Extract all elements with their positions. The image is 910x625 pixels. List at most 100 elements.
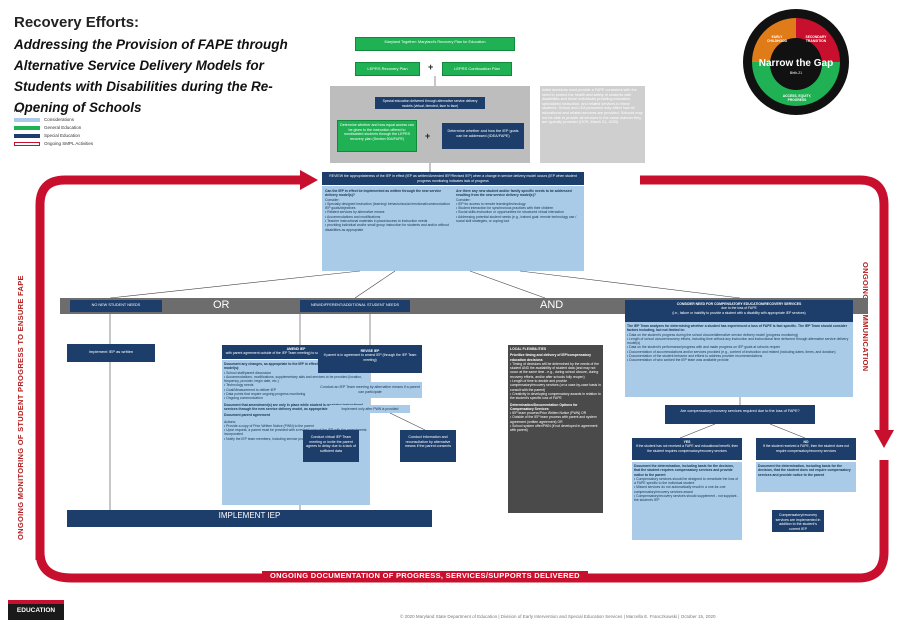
loop-bottom-segment: [35, 460, 889, 583]
revise-sub: If parent is in agreement to amend IEP (…: [323, 353, 417, 362]
key-item-special-education: Special Education: [14, 133, 80, 138]
plus-sign: +: [425, 131, 431, 141]
revise-iep-box: REVISE IEP If parent is in agreement to …: [318, 345, 422, 373]
list-item: Related services by alternative means: [325, 210, 451, 214]
compensatory-factors-box: The IEP Team analyzes for determining wh…: [625, 322, 853, 397]
revise-conduct-box: Conduct an IEP Team meeting by alternati…: [318, 382, 422, 398]
key-label: Special Education: [44, 133, 81, 138]
comp-no-box: NO If the student received a FAPE, then …: [756, 438, 856, 460]
list-item: providing individual and/or small group …: [325, 223, 451, 232]
list-item: Timing of decisions will be determined b…: [510, 362, 601, 379]
comp-no-title: NO: [803, 440, 809, 444]
sped-delivered-box: Special education delivered through alte…: [375, 97, 485, 109]
and-label: AND: [540, 299, 564, 311]
list-item: Addressing potential student needs (e.g.…: [456, 215, 580, 224]
review-right-question: Are there any new student and/or family …: [456, 189, 572, 198]
reconsultation-box: Conduct information and reconsultation b…: [400, 430, 456, 462]
list-item: Technology needs: [224, 383, 368, 387]
plus-sign: +: [428, 62, 434, 72]
key-swatch: [14, 133, 40, 138]
list-item: Ongoing communication: [224, 396, 368, 400]
key-item-general-education: General Education: [14, 125, 81, 130]
key-label: Ongoing SMPL Activities: [44, 141, 94, 146]
key-swatch: [14, 117, 40, 122]
list-item: School system offer/PWN (if not develope…: [510, 424, 601, 433]
local-title: LOCAL FLEXIBILITIES: [510, 347, 547, 351]
amend-title: AMEND IEP: [286, 347, 306, 351]
key-title: Key: [14, 108, 23, 113]
implement-iep-bar: IMPLEMENT IEP: [67, 510, 432, 527]
comp-yes-sub: If the student has not received a FAPE a…: [635, 444, 739, 453]
key-label: General Education: [44, 125, 82, 130]
list-item: Documentation of who worked the IEP team…: [627, 358, 851, 362]
footer-copyright: © 2020 Maryland State Department of Educ…: [400, 614, 716, 619]
list-item: IEP team process/Prior Written Notice (P…: [510, 411, 601, 415]
list-item: Notify the IEP team members, including s…: [224, 437, 368, 441]
leprs-recovery-box: LEPRS Recovery Plan: [355, 62, 420, 76]
loop-left-segment: [35, 175, 300, 560]
list-item: Data points that require ongoing progres…: [224, 392, 368, 396]
amend-p1: Document any changes, as appropriate to …: [224, 362, 365, 371]
local-p2: Determination/Documentation Options for …: [510, 402, 578, 411]
comp-no-details: Document the determination, including ba…: [756, 462, 856, 492]
list-item: Compensatory/recovery services should su…: [634, 494, 740, 503]
logo-center: [770, 38, 822, 90]
msde-logo-text: EDUCATION: [16, 607, 56, 614]
determine-iep-goals-box: Determine whether and how the IEP goals …: [442, 123, 524, 149]
list-item: Data on the student's performance/progre…: [627, 345, 851, 349]
compensatory-title: CONSIDER NEED FOR COMPENSATORY EDUCATION…: [676, 302, 802, 306]
list-item: Length of time to decide and provide com…: [510, 379, 601, 392]
list-item: Data on the student's progress during th…: [627, 333, 851, 337]
list-item: Length of school closure/recovery effort…: [627, 337, 851, 346]
logo-center-text: Narrow the Gap: [758, 58, 834, 69]
revise-title: REVISE IEP: [360, 349, 380, 353]
loop-arrowhead-right: [874, 430, 894, 448]
list-item: Creativity in developing compensatory aw…: [510, 392, 601, 401]
compensatory-sub2: (i.e., failure or inability to provide a…: [672, 310, 806, 315]
list-item: Accommodations and modifications: [325, 215, 451, 219]
key-label: Considerations: [44, 117, 75, 122]
virtual-iep-meeting-box: Conduct virtual IEP Team meeting or invi…: [303, 430, 359, 462]
list-item: Missed services do not automatically res…: [634, 485, 740, 494]
narrow-the-gap-logo: [743, 9, 849, 115]
review-considerations-box: Can the IEP in effect be implemented as …: [322, 186, 584, 271]
review-left-question: Can the IEP in effect be implemented as …: [325, 189, 442, 198]
review-left-consider: Consider:: [325, 197, 340, 202]
amend-sub: with parent agreement outside of the IEP…: [225, 351, 367, 356]
amend-p4: Actions:: [224, 419, 237, 424]
loop-right-segment: [640, 175, 889, 430]
list-item: Social skills instruction or opportuniti…: [456, 210, 580, 214]
msde-logo: EDUCATION: [8, 600, 64, 620]
list-item: Teacher instructional materials in place…: [325, 219, 451, 223]
logo-ring-access-equity: ACCESS, EQUITY, PROGRESS: [782, 94, 812, 102]
key-item-considerations: Considerations: [14, 117, 74, 122]
loop-arrowhead-top-left: [300, 170, 318, 190]
list-item: Outside of the IEP team process with par…: [510, 415, 601, 424]
logo-ring-secondary-transition: SECONDARY TRANSITION: [805, 35, 827, 43]
list-item: Provide a copy of Prior Written Notice (…: [224, 424, 368, 428]
compensatory-sub: due to the loss of FAPE: [721, 306, 757, 311]
list-item: Goal/Measurement to deliver IEP: [224, 388, 368, 392]
no-new-needs-box: NO NEW STUDENT NEEDS: [70, 300, 162, 312]
list-item: Documentation of the student behavior an…: [627, 354, 851, 358]
list-item: Compensatory services should be designed…: [634, 477, 740, 486]
comp-yes-box: YES If the student has not received a FA…: [632, 438, 742, 460]
determine-access-box: Determine whether and how equal access c…: [337, 120, 417, 152]
compensatory-header-box: CONSIDER NEED FOR COMPENSATORY EDUCATION…: [625, 300, 853, 322]
list-item: Accommodations, modifications, supplemen…: [224, 375, 368, 384]
implement-after-pwn-box: Implement only after PWN is provided: [330, 405, 410, 413]
new-different-needs-box: NEW/DIFFERENT/ADDITIONAL STUDENT NEEDS: [300, 300, 410, 312]
page-title: Recovery Efforts:: [14, 14, 140, 31]
comp-question-box: Are compensatory/recovery services requi…: [665, 405, 815, 424]
or-label: OR: [213, 299, 230, 311]
local-p1: Prioritize timing and delivery of IEP/co…: [510, 353, 592, 362]
key-swatch-arrow: [14, 141, 40, 146]
comp-no-sub: If the student received a FAPE, then the…: [763, 444, 849, 453]
list-item: Student interaction for synchronous prac…: [456, 206, 580, 210]
list-item: Specially designed instruction (learning…: [325, 202, 451, 211]
amend-p2: Document that amendment(s) are only in p…: [224, 402, 363, 411]
comp-no-doc: Document the determination, including ba…: [758, 464, 851, 477]
list-item: School staff/parent discussion: [224, 371, 368, 375]
